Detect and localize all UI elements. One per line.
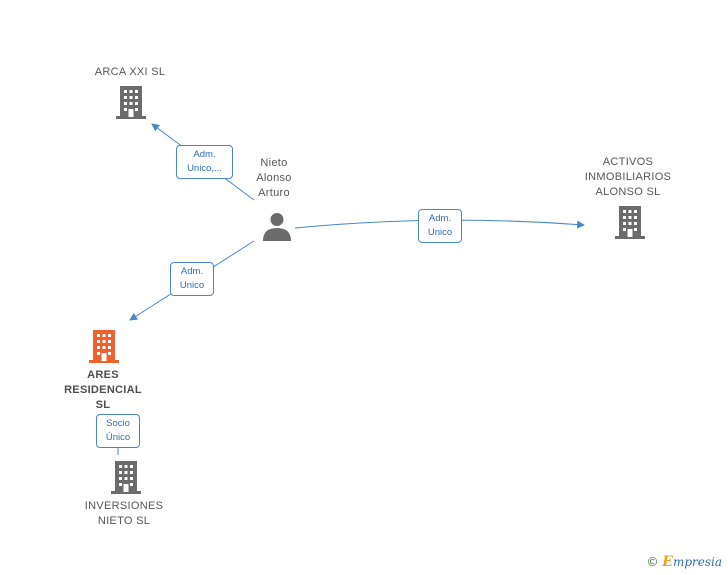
company-activos-line: ALONSO SL (595, 186, 661, 198)
person-name-line: Nieto (260, 157, 288, 169)
edge-label-to-activos: Adm. Unico (418, 209, 462, 243)
company-ares-label[interactable]: ARES RESIDENCIAL SL (53, 368, 153, 413)
company-inversiones-line: NIETO SL (97, 515, 151, 527)
company-activos-line: ACTIVOS (602, 156, 654, 168)
person-name-line: Alonso (256, 172, 292, 184)
company-activos-line: INMOBILIARIOS (584, 171, 672, 183)
edge-label-line: Unico (427, 227, 453, 238)
company-activos-label[interactable]: ACTIVOS INMOBILIARIOS ALONSO SL (573, 155, 683, 200)
company-ares-line: ARES (87, 369, 119, 381)
person-icon[interactable] (261, 210, 293, 242)
brand-initial: E (662, 554, 673, 570)
edge-label-line: Unico,... (187, 163, 222, 174)
edge-label-line: Único (105, 432, 131, 443)
company-ares-line: SL (95, 399, 111, 411)
edge-label-ares-inversiones: Socio Único (96, 414, 140, 448)
edge-label-line: Adm. (428, 213, 452, 224)
edge-label-line: Adm. (193, 149, 216, 160)
edge-label-line: Socio (106, 418, 130, 429)
copyright-icon: © (646, 555, 659, 569)
brand-name: mpresia (672, 555, 722, 569)
brand-watermark: © Empresia (646, 554, 722, 570)
company-inversiones-line: INVERSIONES (84, 500, 164, 512)
person-name-line: Arturo (258, 187, 290, 199)
person-name[interactable]: Nieto Alonso Arturo (238, 156, 310, 201)
edge-label-to-ares: Adm. Unico (170, 262, 214, 296)
building-icon-highlighted[interactable] (89, 330, 119, 363)
building-icon[interactable] (116, 86, 146, 119)
company-inversiones-label[interactable]: INVERSIONES NIETO SL (74, 499, 174, 529)
building-icon[interactable] (111, 461, 141, 494)
building-icon[interactable] (615, 206, 645, 239)
company-ares-line: RESIDENCIAL (64, 384, 142, 396)
edge-label-line: Unico (179, 280, 205, 291)
company-arca-line: ARCA XXI SL (94, 66, 166, 78)
edge-label-line: Adm. (180, 266, 204, 277)
company-arca-label[interactable]: ARCA XXI SL (79, 65, 181, 80)
edge-label-to-arca: Adm. Unico,... (176, 145, 233, 179)
